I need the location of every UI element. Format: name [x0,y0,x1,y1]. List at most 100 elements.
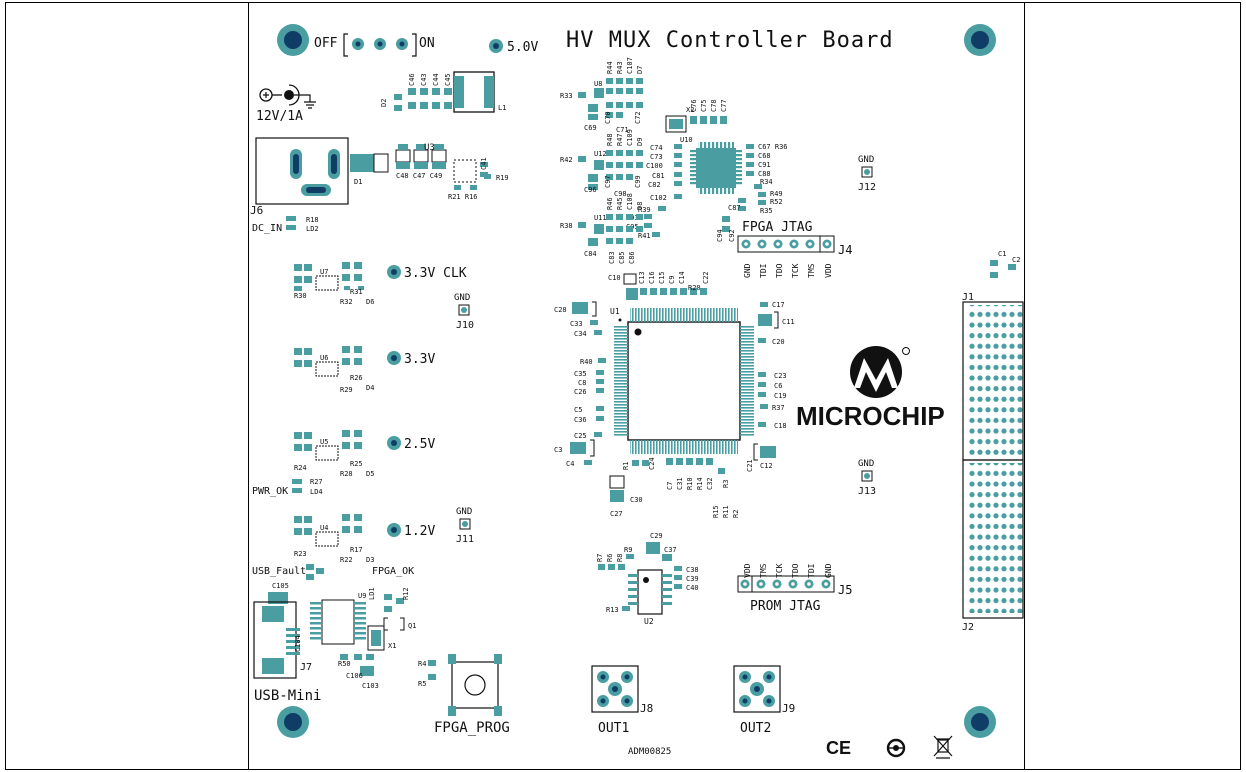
test-point-5v: 5.0V [489,39,538,55]
fpga-jtag-title: FPGA JTAG [742,220,813,235]
svg-text:C3: C3 [554,446,562,454]
svg-text:C104: C104 [294,635,302,652]
svg-text:LD4: LD4 [310,488,323,496]
svg-text:C28: C28 [554,306,567,314]
svg-text:U4: U4 [320,524,328,532]
svg-text:C84: C84 [584,250,597,258]
svg-text:R14: R14 [696,477,704,490]
inductor-l1: L1 [453,71,506,113]
svg-text:C74: C74 [650,144,663,152]
svg-text:TCK: TCK [775,563,784,578]
switch-off-label: OFF [314,36,338,51]
svg-text:C107: C107 [626,57,634,74]
svg-text:C20: C20 [772,338,785,346]
svg-text:R8: R8 [616,554,624,562]
test-point-5v-label: 5.0V [507,40,538,55]
svg-text:R24: R24 [294,464,307,472]
svg-text:D3: D3 [366,556,374,564]
dc-in-label: DC_IN [252,223,282,234]
svg-text:R37: R37 [772,404,785,412]
usb-mini-connector [253,601,300,679]
svg-text:C2: C2 [1012,256,1020,264]
svg-text:R28: R28 [340,470,353,478]
svg-text:C108: C108 [626,193,634,210]
svg-text:D2: D2 [380,99,388,107]
svg-text:R39: R39 [638,206,651,214]
svg-text:U12: U12 [594,150,607,158]
svg-text:U8: U8 [594,80,602,88]
svg-text:C10: C10 [608,274,621,282]
svg-text:C36: C36 [574,416,587,424]
svg-text:C24: C24 [648,457,656,470]
svg-text:C31: C31 [676,477,684,490]
svg-text:C33: C33 [570,320,583,328]
connector-j2: J2 [962,459,1024,633]
svg-text:GND: GND [456,507,472,517]
board-title: HV MUX Controller Board [566,28,894,53]
svg-text:C18: C18 [774,422,787,430]
svg-text:R45: R45 [616,197,624,210]
svg-text:C96: C96 [584,186,597,194]
svg-text:D7: D7 [636,66,644,74]
fpga-u1 [614,308,754,454]
svg-text:R13: R13 [606,606,619,614]
svg-text:J12: J12 [858,182,876,193]
svg-text:LD2: LD2 [306,225,319,233]
svg-text:R1: R1 [622,462,630,470]
rail-3v3-label: 3.3V [404,352,435,367]
svg-text:C9: C9 [668,276,676,284]
svg-text:C44: C44 [432,73,440,86]
svg-text:R9: R9 [624,546,632,554]
svg-text:U10: U10 [680,136,693,144]
svg-text:Q1: Q1 [408,622,416,630]
svg-text:GND: GND [743,263,752,278]
svg-text:R50: R50 [338,660,351,668]
svg-text:R49: R49 [770,190,783,198]
svg-text:R27: R27 [310,478,323,486]
left-column-divider [248,3,249,769]
svg-text:D8: D8 [636,202,644,210]
mounting-hole-bottom-right [964,706,996,738]
svg-text:C48 C47 C49: C48 C47 C49 [396,172,442,180]
svg-text:R29: R29 [340,386,353,394]
svg-text:R44: R44 [606,61,614,74]
svg-text:R43: R43 [616,61,624,74]
svg-text:C94: C94 [716,229,724,242]
pcb-silkscreen: HV MUX Controller Board OFF ON 5.0V 12V/… [248,2,1024,770]
svg-text:R3: R3 [722,480,730,488]
svg-text:C77: C77 [720,99,728,112]
svg-text:C85: C85 [618,251,626,264]
ce-mark: CE [826,738,851,758]
mcu-u10 [690,142,742,194]
svg-text:C8: C8 [578,379,586,387]
svg-text:C76: C76 [690,99,698,112]
power-input-label: 12V/1A [256,109,303,124]
svg-text:C75: C75 [700,99,708,112]
svg-text:TDO: TDO [775,263,784,278]
svg-text:R33: R33 [560,92,573,100]
svg-text:C22: C22 [702,271,710,284]
svg-text:C14: C14 [678,271,686,284]
svg-text:J13: J13 [858,486,876,497]
svg-text:D6: D6 [366,298,374,306]
svg-text:TCK: TCK [791,263,800,278]
svg-text:C83: C83 [608,251,616,264]
svg-text:C29: C29 [650,532,663,540]
svg-text:R35: R35 [760,207,773,215]
switch-on-label: ON [419,36,435,51]
prom-jtag-title: PROM JTAG [750,599,821,614]
svg-text:C91: C91 [758,161,771,169]
svg-text:R17: R17 [350,546,363,554]
svg-text:TDI: TDI [759,263,768,278]
svg-text:C6: C6 [774,382,782,390]
svg-text:R22: R22 [340,556,353,564]
svg-text:C1: C1 [998,250,1006,258]
svg-text:C4: C4 [566,460,574,468]
